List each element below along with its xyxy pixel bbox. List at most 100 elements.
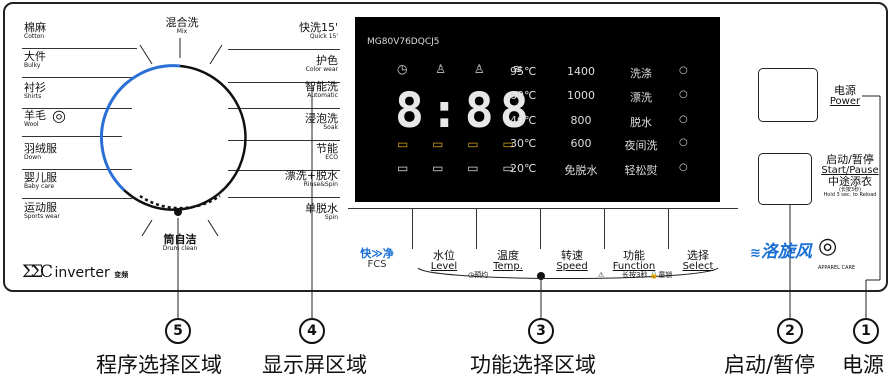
inverter-text: inverter — [54, 265, 110, 281]
program-divider — [22, 48, 137, 49]
program-divider — [22, 77, 132, 78]
callout-label: 电源 — [842, 353, 884, 377]
program-divider — [228, 82, 340, 83]
function-label-en: Level — [430, 260, 458, 272]
program-label-en: Quick 15' — [309, 33, 338, 40]
program-label-en: Wool — [24, 121, 39, 128]
temp-value: 30℃ — [510, 137, 537, 150]
temp-value: 95℃ — [510, 65, 537, 78]
function-label-en: Temp. — [493, 260, 523, 272]
program-divider — [22, 169, 132, 170]
temp-button-area[interactable] — [476, 209, 541, 249]
indicator-dot-icon: ○ — [679, 65, 688, 76]
program-label-en: Down — [24, 154, 42, 161]
indicator-dot-icon: ○ — [679, 114, 688, 125]
program-drum-clean[interactable]: 筒自洁 Drum clean — [160, 234, 200, 252]
apparel-care-text: APPAREL CARE — [818, 265, 856, 271]
function-label-en: Speed — [556, 260, 588, 272]
start-label-en: Start/Pause — [821, 164, 879, 176]
program-label-en: Sports wear — [24, 213, 60, 220]
inverter-logo: ΣΣC inverter 变频 — [22, 264, 128, 281]
program-label: 婴儿服 — [24, 171, 57, 184]
callout-label: 功能选择区域 — [470, 353, 596, 377]
function-button-area[interactable] — [604, 209, 669, 249]
speed-value: 免脱水 — [564, 164, 598, 177]
function-label-cn: 水位 — [433, 249, 455, 262]
speed-value: 600 — [570, 137, 592, 150]
function-label-en: Select — [682, 260, 714, 272]
delay-note: ◷预约 — [468, 271, 489, 279]
indicator-dot-icon: ○ — [679, 89, 688, 100]
program-label-en: Shirts — [24, 93, 42, 100]
fcs-button[interactable] — [348, 209, 412, 249]
program-divider — [228, 170, 340, 171]
program-label-en: Baby care — [24, 183, 55, 190]
power-label-en: Power — [829, 95, 861, 107]
function-label-cn: 选择 — [687, 249, 709, 262]
speed-button-area[interactable] — [540, 209, 605, 249]
temp-value: 40℃ — [510, 114, 537, 127]
function-button-row — [348, 208, 738, 249]
callout-number: 2 — [777, 318, 803, 344]
program-label: 护色 — [316, 54, 338, 67]
program-divider — [228, 49, 340, 50]
program-label: 智能洗 — [305, 80, 338, 93]
speed-value: 1400 — [567, 65, 595, 78]
wool-icon: ◎ — [52, 106, 66, 125]
callout-number: 3 — [528, 318, 554, 344]
program-divider — [22, 108, 132, 109]
time-digits: 8:88 — [395, 83, 535, 139]
program-label: 混合洗 — [165, 16, 199, 29]
model-number: MG80V76DQCJ5 — [367, 37, 440, 47]
status-icons: ◷ ♙ ♙ ≋ — [397, 62, 535, 76]
swirl-icon: ≋ — [750, 246, 761, 261]
temp-value: 60℃ — [510, 89, 537, 102]
program-item[interactable]: 快洗15'Quick 15' — [220, 22, 338, 40]
program-label-en: Automatic — [307, 92, 338, 99]
function-label-en: Function — [612, 260, 656, 272]
warning-icon: ⚠ — [598, 271, 605, 279]
function-label-cn: 转速 — [561, 249, 583, 262]
function-value: 夜间洗 — [624, 139, 658, 152]
fcs-label: 快≫净 FCS — [356, 248, 398, 270]
function-value: 漂洗 — [630, 91, 652, 104]
indicator-dot-icon: ○ — [679, 137, 688, 148]
callout-number: 5 — [165, 318, 191, 344]
program-dial[interactable] — [100, 58, 260, 218]
program-label-en: Cotton — [24, 33, 45, 40]
program-mix[interactable]: 混合洗 Mix — [162, 17, 202, 35]
level-button-area[interactable] — [412, 209, 477, 249]
start-label-cn: 启动/暂停 — [826, 153, 874, 166]
program-label: 羽绒服 — [24, 142, 57, 155]
callout-label: 启动/暂停 — [724, 353, 816, 377]
display-screen: MG80V76DQCJ5 ◷ ♙ ♙ ≋ 8:88 ▭ ▭ ▭ ▭ ▭ ▭ ▭ … — [355, 17, 720, 202]
inverter-sub: 变频 — [114, 271, 129, 279]
speed-value: 1000 — [567, 89, 595, 102]
program-label: 衬衫 — [24, 81, 46, 94]
program-label: 节能 — [316, 142, 338, 155]
function-value: 脱水 — [630, 116, 652, 129]
function-label-cn: 功能 — [623, 249, 645, 262]
select-button-area[interactable] — [668, 209, 733, 249]
start-pause-button[interactable] — [758, 153, 812, 205]
power-button[interactable] — [758, 68, 818, 122]
program-divider — [228, 140, 340, 141]
program-label: 羊毛 — [24, 109, 46, 122]
speed-value: 800 — [570, 114, 592, 127]
